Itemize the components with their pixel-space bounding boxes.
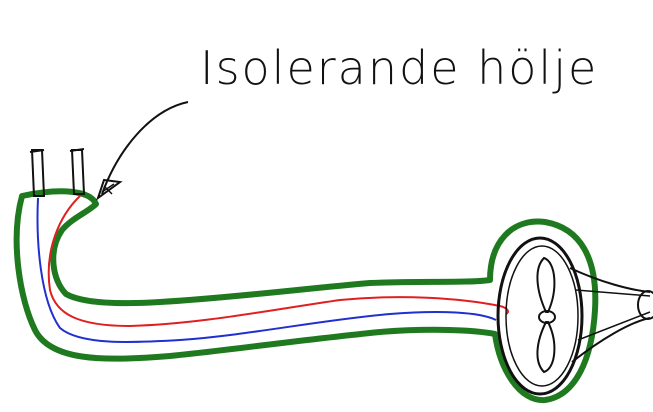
arrow-icon <box>96 101 189 201</box>
live-wire <box>47 195 509 328</box>
neutral-wire <box>36 197 497 343</box>
annotation-label: Isolerande hölje <box>200 41 598 95</box>
plug-icon <box>29 148 86 197</box>
insulating-casing-outline <box>13 188 599 404</box>
fan-icon <box>496 236 653 396</box>
